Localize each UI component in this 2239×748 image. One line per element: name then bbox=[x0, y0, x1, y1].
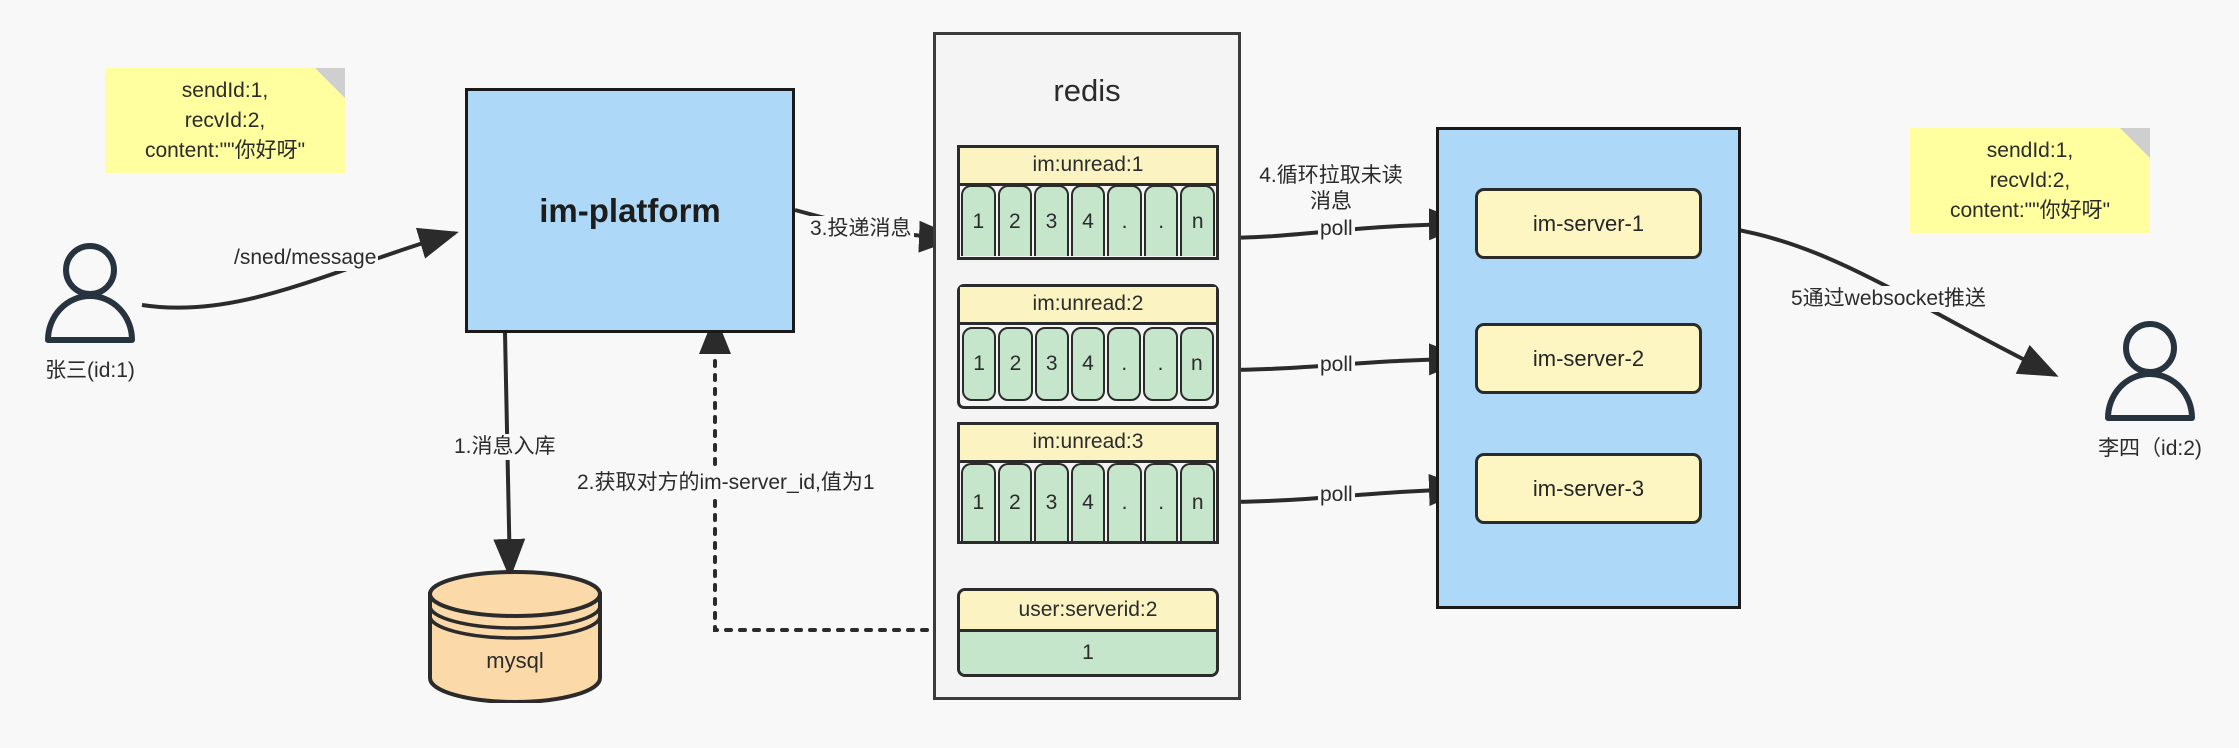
redis-title: redis bbox=[1053, 73, 1121, 108]
queue-cell: 3 bbox=[1034, 327, 1069, 401]
queue-1-key: im:unread:1 bbox=[960, 148, 1216, 186]
edge-label-step4: 4.循环拉取未读消息 bbox=[1255, 163, 1407, 215]
queue-cell: . bbox=[1143, 463, 1179, 541]
queue-cell: . bbox=[1143, 327, 1178, 401]
kv-user-serverid[interactable]: user:serverid:2 1 bbox=[957, 588, 1219, 677]
note-line-3: content:""你好呀" bbox=[1949, 198, 2111, 222]
queue-3-cells: 1 2 3 4 . . n bbox=[960, 463, 1216, 541]
node-im-server-3[interactable]: im-server-3 bbox=[1475, 453, 1702, 524]
queue-cell: 2 bbox=[998, 327, 1033, 401]
queue-cell: 3 bbox=[1034, 463, 1069, 541]
actor-receiver: 李四（id:2) bbox=[2085, 318, 2215, 462]
queue-1-cells: 1 2 3 4 . . n bbox=[960, 185, 1216, 256]
queue-cell: 3 bbox=[1034, 185, 1069, 256]
queue-im-unread-3[interactable]: im:unread:3 1 2 3 4 . . n bbox=[957, 422, 1219, 544]
node-im-platform[interactable]: im-platform bbox=[465, 88, 795, 333]
queue-cell: . bbox=[1107, 185, 1142, 256]
queue-cell: 2 bbox=[997, 185, 1033, 256]
queue-2-cells: 1 2 3 4 . . n bbox=[960, 325, 1216, 403]
queue-2-key: im:unread:2 bbox=[960, 287, 1216, 325]
actor-sender-label: 张三(id:1) bbox=[45, 359, 135, 382]
note-line-2: recvId:2, bbox=[1989, 168, 2071, 192]
edge-label-step1: 1.消息入库 bbox=[452, 434, 558, 460]
note-sender-payload: sendId:1, recvId:2, content:""你好呀" bbox=[105, 68, 345, 173]
queue-cell: 2 bbox=[997, 463, 1033, 541]
queue-cell: 1 bbox=[961, 463, 996, 541]
im-server-3-label: im-server-3 bbox=[1532, 475, 1645, 501]
im-platform-label: im-platform bbox=[539, 191, 721, 229]
note-fold-icon bbox=[315, 68, 345, 98]
mysql-label: mysql bbox=[486, 648, 543, 673]
actor-sender: 张三(id:1) bbox=[25, 240, 155, 384]
queue-cell: 1 bbox=[961, 185, 996, 256]
edge-label-poll-3: poll bbox=[1318, 482, 1355, 508]
person-icon bbox=[2105, 321, 2195, 421]
queue-cell: n bbox=[1180, 463, 1216, 541]
database-cylinder-icon: mysql bbox=[428, 570, 602, 704]
im-server-2-label: im-server-2 bbox=[1532, 345, 1645, 371]
edge-label-poll-2: poll bbox=[1318, 352, 1355, 378]
queue-3-key: im:unread:3 bbox=[960, 425, 1216, 463]
queue-cell: 1 bbox=[962, 327, 997, 401]
queue-im-unread-2[interactable]: im:unread:2 1 2 3 4 . . n bbox=[957, 284, 1219, 409]
im-server-1-label: im-server-1 bbox=[1532, 210, 1645, 236]
edge-label-step2: 2.获取对方的im-server_id,值为1 bbox=[575, 470, 877, 496]
queue-cell: n bbox=[1179, 327, 1214, 401]
kv-value-label: 1 bbox=[960, 632, 1216, 674]
queue-cell: . bbox=[1143, 185, 1179, 256]
note-line-1: sendId:1, bbox=[181, 78, 269, 102]
note-line-2: recvId:2, bbox=[184, 108, 266, 132]
edge-label-poll-1: poll bbox=[1318, 216, 1355, 242]
kv-key-label: user:serverid:2 bbox=[960, 591, 1216, 632]
queue-cell: 4 bbox=[1070, 327, 1106, 401]
node-im-server-1[interactable]: im-server-1 bbox=[1475, 188, 1702, 259]
note-fold-icon bbox=[2120, 128, 2150, 158]
node-im-server-2[interactable]: im-server-2 bbox=[1475, 323, 1702, 394]
note-receiver-payload: sendId:1, recvId:2, content:""你好呀" bbox=[1910, 128, 2150, 233]
queue-cell: 4 bbox=[1070, 463, 1106, 541]
queue-cell: . bbox=[1107, 327, 1142, 401]
queue-cell: n bbox=[1180, 185, 1216, 256]
person-icon bbox=[45, 243, 135, 343]
note-line-1: sendId:1, bbox=[1986, 138, 2074, 162]
queue-im-unread-1[interactable]: im:unread:1 1 2 3 4 . . n bbox=[957, 145, 1219, 260]
note-line-3: content:""你好呀" bbox=[144, 138, 306, 162]
queue-cell: 4 bbox=[1070, 185, 1106, 256]
edge-label-send-message: /sned/message bbox=[232, 245, 379, 271]
node-mysql[interactable]: mysql bbox=[425, 568, 605, 704]
edge-label-step3: 3.投递消息 bbox=[808, 216, 914, 242]
actor-receiver-label: 李四（id:2) bbox=[2098, 437, 2202, 460]
edge-label-step5: 5通过websocket推送 bbox=[1789, 286, 1988, 312]
queue-cell: . bbox=[1107, 463, 1142, 541]
